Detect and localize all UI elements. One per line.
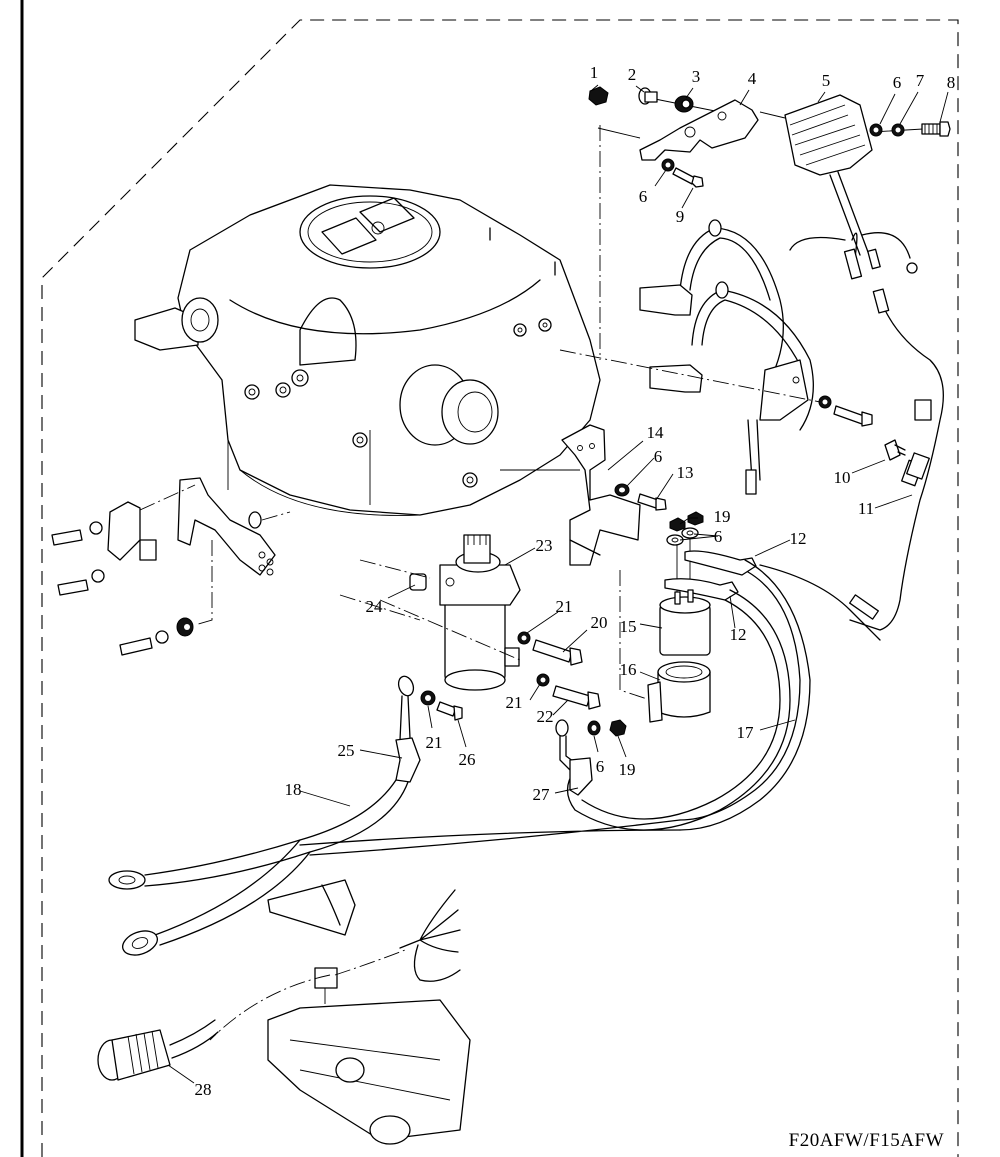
callout-20: 20 <box>591 613 608 632</box>
callout-16: 16 <box>620 660 637 679</box>
nut-part-1 <box>588 86 609 106</box>
callout-12b: 12 <box>730 625 747 644</box>
bracket-part-14 <box>561 424 641 566</box>
callout-12a: 12 <box>790 529 807 548</box>
callout-21a: 21 <box>556 597 573 616</box>
bolt-part-13 <box>637 493 667 511</box>
callout-11: 11 <box>858 499 874 518</box>
page-frame <box>20 0 959 1157</box>
collar-part-24 <box>409 573 427 591</box>
callout-4: 4 <box>748 69 757 88</box>
callout-6b: 6 <box>639 187 648 206</box>
lower-harness-assembly <box>97 879 471 1145</box>
callout-13: 13 <box>677 463 694 482</box>
callout-6a: 6 <box>893 73 902 92</box>
engine-powerhead <box>134 184 601 516</box>
regulator-part-5 <box>784 94 873 256</box>
callout-7: 7 <box>916 71 925 90</box>
callout-5: 5 <box>822 71 831 90</box>
callout-21c: 21 <box>426 733 443 752</box>
callout-6d: 6 <box>714 527 723 546</box>
callout-19b: 19 <box>619 760 636 779</box>
callout-6e: 6 <box>596 757 605 776</box>
leader-lines <box>167 84 949 1084</box>
fuse-holder-part-10-11 <box>884 439 930 480</box>
cable-part-27 <box>555 719 593 796</box>
callout-6c: 6 <box>654 447 663 466</box>
callout-2: 2 <box>628 65 637 84</box>
ground-cable-part-25 <box>395 675 421 783</box>
callout-27: 27 <box>533 785 551 804</box>
bracket-part-4 <box>639 99 759 161</box>
callout-25: 25 <box>338 741 355 760</box>
regulator-assembly <box>588 86 951 631</box>
callout-3: 3 <box>692 67 701 86</box>
bolt-part-8 <box>921 121 951 137</box>
starter-motor-part-23 <box>439 534 521 691</box>
callout-labels: 1 2 3 4 5 6 7 8 6 9 10 11 14 6 13 19 6 1… <box>195 63 956 1099</box>
assembly-boundary <box>41 19 959 1157</box>
callout-17: 17 <box>737 723 755 742</box>
callout-18: 18 <box>285 780 302 799</box>
callout-28: 28 <box>195 1080 212 1099</box>
nut-part-19 <box>609 719 627 737</box>
callout-15: 15 <box>620 617 637 636</box>
callout-10: 10 <box>834 468 851 487</box>
callout-23: 23 <box>536 536 553 555</box>
ignition-coil-assembly <box>559 219 873 495</box>
starter-relay-assembly <box>566 511 881 831</box>
callout-8: 8 <box>947 73 956 92</box>
model-label: F20AFW/F15AFW <box>789 1130 944 1151</box>
callout-24: 24 <box>366 597 384 616</box>
relay-part-15 <box>659 589 711 656</box>
bolt-part-9 <box>672 167 704 188</box>
bolt-part-20 <box>532 639 583 666</box>
bolt-part-26 <box>436 701 463 721</box>
battery-cables-part-18 <box>108 779 681 956</box>
callout-26: 26 <box>459 750 476 769</box>
callout-21b: 21 <box>506 693 523 712</box>
callout-14: 14 <box>647 423 665 442</box>
left-sensor-assembly <box>51 477 291 656</box>
relay-holder-part-16 <box>647 661 711 723</box>
callout-9: 9 <box>676 207 685 226</box>
connector-part-28 <box>97 1019 219 1081</box>
callout-19a: 19 <box>714 507 731 526</box>
callout-22: 22 <box>537 707 554 726</box>
bolt-part-22 <box>552 685 601 710</box>
callout-1: 1 <box>590 63 599 82</box>
